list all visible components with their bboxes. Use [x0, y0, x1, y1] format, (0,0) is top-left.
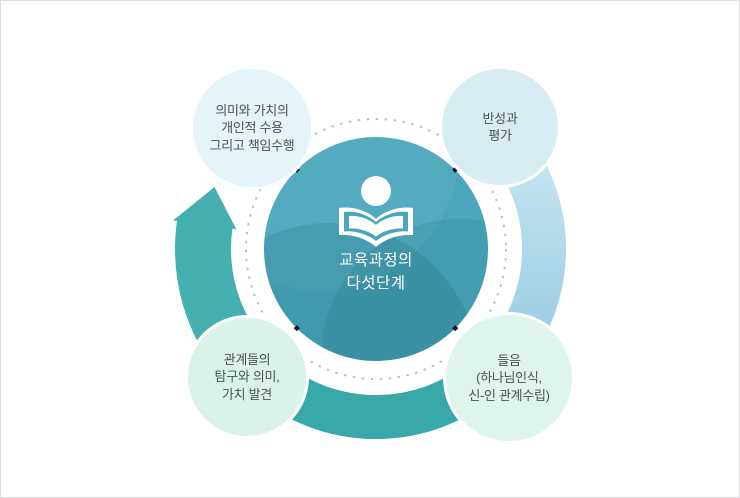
stage-label-line: 그리고 책임수행: [209, 137, 295, 153]
anchor-point: [452, 325, 459, 332]
stage-bubble-bottom-right: 들음 (하나님인식, 신-인 관계수립): [443, 312, 575, 444]
stage-label-line: 개인적 수용: [221, 120, 283, 136]
stage-label-line: 반성과: [482, 110, 518, 126]
stage-bubble-top-right: 반성과 평가: [439, 66, 561, 188]
anchor-point: [293, 325, 300, 332]
open-book-reader-icon: [339, 176, 413, 247]
stage-label-line: 들음: [497, 352, 521, 368]
stage-label-line: 가치 발견: [222, 386, 272, 402]
stage-label-line: 신-인 관계수립): [468, 387, 550, 403]
stage-bubble-bottom-left: 관계들의 탐구와 의미, 가치 발견: [185, 315, 309, 439]
stage-label-line: (하나님인식,: [476, 370, 542, 386]
stage-label-line: 평가: [488, 128, 512, 143]
anchor-point: [452, 166, 459, 173]
stage-bubble-top-left: 의미와 가치의 개인적 수용 그리고 책임수행: [190, 66, 314, 190]
center-label: 교육과정의 다섯단계: [296, 250, 456, 295]
center-label-line: 다섯단계: [346, 274, 406, 292]
stage-label-line: 탐구와 의미,: [214, 369, 280, 385]
dashed-guide-circle: [245, 118, 507, 380]
center-label-line: 교육과정의: [339, 252, 413, 269]
stage-label-line: 의미와 가치의: [215, 102, 289, 118]
stage-label-line: 관계들의: [223, 351, 271, 367]
